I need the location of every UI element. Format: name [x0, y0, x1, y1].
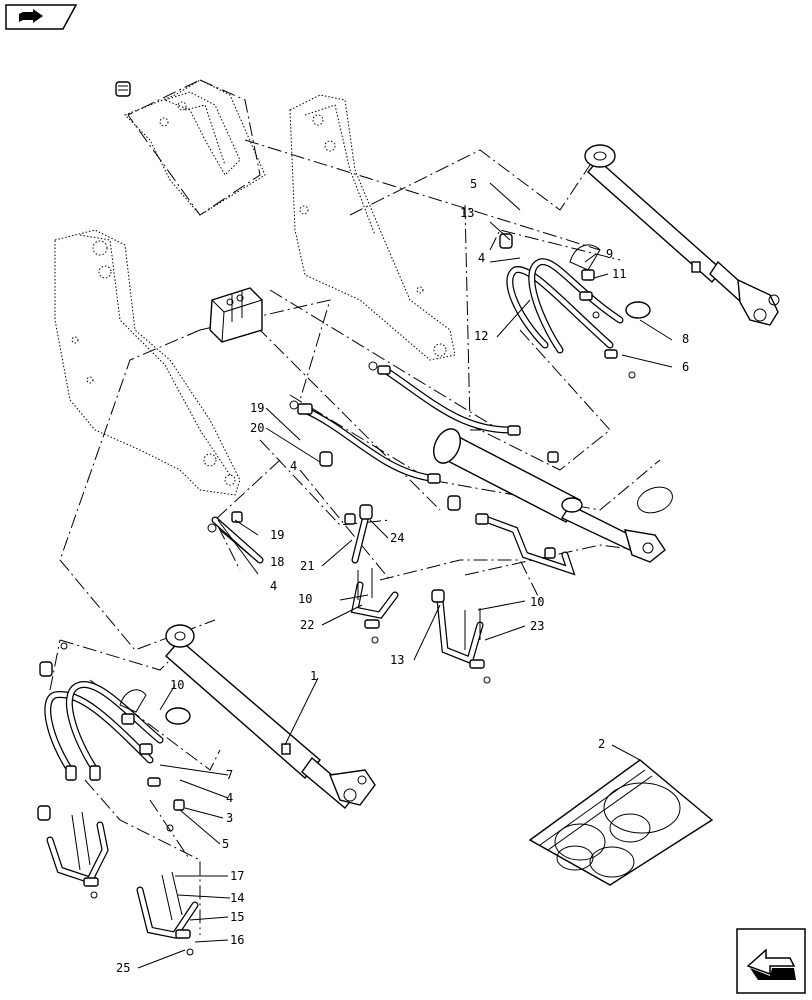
elbow-fitting-top	[115, 81, 131, 97]
loader-tower-frame	[54, 229, 241, 496]
callout-7: 7	[226, 768, 233, 782]
tilt-cylinder-middle	[433, 428, 666, 563]
callout-15: 15	[230, 910, 244, 924]
seal-kit-bag	[528, 759, 714, 886]
callout-23: 23	[530, 619, 544, 633]
callout-10: 10	[530, 595, 544, 609]
callout-12: 12	[474, 329, 488, 343]
lift-cylinder-upper	[584, 144, 780, 326]
callout-5: 5	[470, 177, 477, 191]
callout-21: 21	[300, 559, 314, 573]
callout-19: 19	[250, 401, 264, 415]
callout-13: 13	[460, 206, 474, 220]
callout-13: 13	[390, 653, 404, 667]
callout-11: 11	[612, 267, 626, 281]
mounting-bracket-small	[124, 79, 266, 216]
callout-19: 19	[270, 528, 284, 542]
callout-10: 10	[298, 592, 312, 606]
callout-4: 4	[478, 251, 485, 265]
callout-25: 25	[116, 961, 130, 975]
book-arrow-icon[interactable]	[5, 4, 77, 30]
callout-1: 1	[310, 669, 317, 683]
callout-3: 3	[226, 811, 233, 825]
next-page-arrow-icon[interactable]	[736, 928, 806, 994]
lift-cylinder-lower	[165, 624, 376, 810]
callout-labels: 1 2 3 4 4 4 4 5 5 6 7 8 9 10 10 10 11 12…	[116, 177, 689, 975]
mounting-bracket-tall	[289, 94, 456, 361]
callout-24: 24	[390, 531, 404, 545]
callout-5: 5	[222, 837, 229, 851]
callout-16: 16	[230, 933, 244, 947]
callout-9: 9	[606, 247, 613, 261]
leader-lines	[137, 182, 673, 969]
callout-4: 4	[226, 791, 233, 805]
control-valve	[209, 287, 263, 343]
fittings-and-seals	[37, 233, 673, 832]
bolts-and-clamps	[71, 568, 491, 956]
callout-18: 18	[270, 555, 284, 569]
callout-8: 8	[682, 332, 689, 346]
callout-10: 10	[170, 678, 184, 692]
callout-6: 6	[682, 360, 689, 374]
callout-20: 20	[250, 421, 264, 435]
callout-22: 22	[300, 618, 314, 632]
callout-2: 2	[598, 737, 605, 751]
callout-4: 4	[270, 579, 277, 593]
callout-14: 14	[230, 891, 244, 905]
callout-17: 17	[230, 869, 244, 883]
callout-4: 4	[290, 459, 297, 473]
